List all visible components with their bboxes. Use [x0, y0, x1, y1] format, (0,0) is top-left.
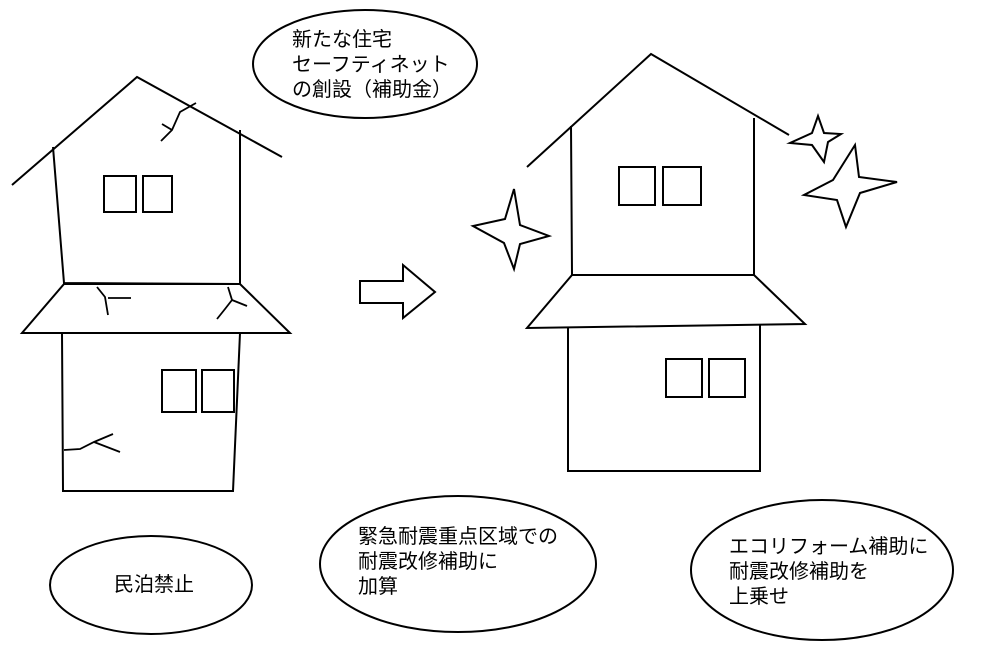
- bubble-right-line-2: 耐震改修補助を: [729, 559, 869, 583]
- bubble-top-line-1: 新たな住宅: [292, 27, 392, 51]
- damaged-house-upper-window-left: [103, 175, 137, 213]
- damaged-house-lower-window-left: [161, 369, 197, 413]
- transition-arrow: [359, 262, 437, 321]
- bubble-left-outline: [49, 535, 253, 635]
- bubble-right-line-1: エコリフォーム補助に: [729, 534, 929, 558]
- crack-eave-right: [216, 286, 233, 320]
- bubble-middle-outline: [319, 495, 597, 633]
- bubble-right-outline: [690, 499, 954, 641]
- bubble-left-line-1: 民泊禁止: [114, 572, 194, 596]
- bubble-middle-line-2: 耐震改修補助に: [358, 549, 498, 573]
- bubble-top-text: 新たな住宅 セーフティネット の創設（補助金）: [292, 27, 452, 102]
- crack-eave-right-branch: [231, 299, 248, 307]
- crack-lower-wall: [63, 433, 114, 451]
- bubble-top-outline: [252, 9, 478, 119]
- damaged-house: [11, 75, 293, 492]
- renovated-house-lower-window-right: [708, 358, 746, 398]
- sparkle-icon-right: [800, 142, 898, 230]
- crack-eave-left: [96, 286, 109, 316]
- bubble-top-line-2: セーフティネット: [292, 52, 450, 76]
- bubble-top-line-3: の創設（補助金）: [292, 77, 452, 101]
- crack-marks: [63, 102, 248, 453]
- bubble-middle-line-3: 加算: [358, 574, 398, 598]
- bubble-right-text: エコリフォーム補助に 耐震改修補助を 上乗せ: [729, 534, 928, 609]
- renovated-house-lower-window-left: [665, 358, 703, 398]
- crack-lower-wall-branch: [93, 441, 121, 453]
- renovated-house-upper-window-right: [662, 166, 702, 206]
- renovated-house-roof: [526, 52, 790, 168]
- renovated-house-upper-window-left: [618, 166, 656, 206]
- damaged-house-lower-window-right: [201, 369, 235, 413]
- damaged-house-roof: [11, 75, 283, 186]
- crack-roof: [160, 102, 197, 142]
- sparkle-icon-top-right: [786, 112, 845, 165]
- renovated-house-eave: [524, 274, 808, 330]
- renovated-house-lower-walls: [567, 325, 761, 472]
- damaged-house-lower-walls: [61, 332, 241, 492]
- sparkle-icon-left: [470, 188, 553, 273]
- bubble-middle-line-1: 緊急耐震重点区域での: [358, 524, 558, 548]
- bubble-left-text: 民泊禁止: [114, 572, 194, 597]
- damaged-house-upper-window-right: [142, 175, 173, 213]
- damaged-house-eave: [19, 283, 293, 334]
- crack-roof-branch: [161, 123, 173, 131]
- bubble-middle-text: 緊急耐震重点区域での 耐震改修補助に 加算: [358, 524, 558, 599]
- damaged-house-upper-walls: [52, 130, 241, 286]
- bubble-right-line-3: 上乗せ: [729, 584, 789, 608]
- renovated-house: [524, 52, 808, 472]
